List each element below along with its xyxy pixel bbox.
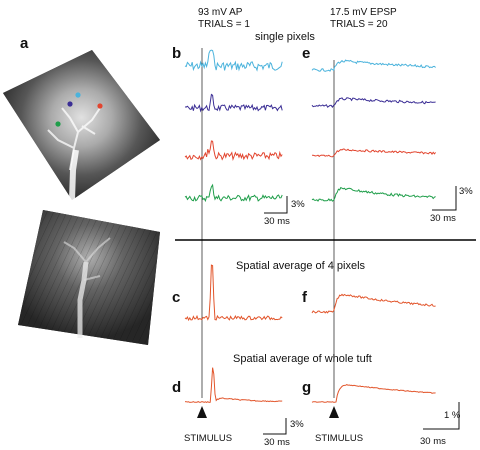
scale-g-percent: 1 %	[444, 410, 461, 421]
panel-label-f: f	[302, 289, 307, 306]
neuron-image-top	[3, 50, 160, 201]
epsp-trials-label: TRIALS = 20	[330, 19, 388, 30]
scale-b-percent: 3%	[291, 199, 305, 210]
panel-label-d: d	[172, 379, 182, 396]
trace-b-red	[184, 140, 283, 162]
panel-label-e: e	[302, 45, 311, 62]
scale-d-percent: 3%	[290, 419, 304, 430]
trace-e-red	[312, 148, 436, 158]
trace-f-average	[311, 293, 436, 314]
section-title-single-pixels: single pixels	[255, 31, 315, 43]
pixel-marker-red	[97, 103, 103, 109]
panel-label-g: g	[302, 379, 312, 396]
scale-bar-g	[423, 402, 460, 430]
trace-e-purple	[311, 97, 436, 108]
pixel-marker-cyan	[75, 92, 81, 98]
panel-label-a: a	[20, 35, 29, 52]
stimulus-arrow-left	[197, 406, 207, 418]
scale-b-time: 30 ms	[264, 216, 290, 227]
scale-d-time: 30 ms	[264, 437, 290, 448]
section-title-spatial-avg-tuft: Spatial average of whole tuft	[233, 353, 372, 365]
neuron-dendrite-tuft	[47, 107, 101, 171]
trace-g-tuft	[311, 384, 436, 403]
stimulus-arrow-right	[329, 406, 339, 418]
neuron-bottom-trunk	[77, 261, 89, 338]
trace-b-cyan	[184, 49, 283, 72]
pixel-marker-green	[55, 121, 61, 127]
stimulus-label-left: STIMULUS	[184, 433, 233, 444]
pixel-marker-purple	[67, 101, 73, 107]
trace-layer	[184, 49, 436, 403]
scale-e-time: 30 ms	[430, 213, 456, 224]
epsp-amplitude-label: 17.5 mV EPSP	[330, 7, 397, 18]
trace-b-purple	[184, 93, 283, 113]
trace-d-tuft	[184, 367, 283, 403]
panel-label-c: c	[172, 289, 181, 306]
scale-g-time: 30 ms	[420, 436, 446, 447]
section-title-spatial-avg-4: Spatial average of 4 pixels	[236, 260, 366, 272]
trace-e-cyan	[311, 59, 436, 72]
panel-label-b: b	[172, 45, 182, 62]
scale-bar-d	[263, 418, 287, 435]
scale-e-percent: 3%	[459, 186, 473, 197]
trace-b-green	[184, 183, 283, 203]
neuron-image-bottom	[18, 210, 160, 345]
ap-amplitude-label: 93 mV AP	[198, 7, 243, 18]
neuron-apical-trunk	[69, 149, 79, 201]
ap-trials-label: TRIALS = 1	[198, 19, 250, 30]
stimulus-label-right: STIMULUS	[315, 433, 364, 444]
scale-bar-e	[432, 186, 457, 211]
trace-e-green	[311, 186, 436, 202]
scale-bar-b	[264, 196, 288, 214]
trace-c-average	[184, 264, 283, 322]
